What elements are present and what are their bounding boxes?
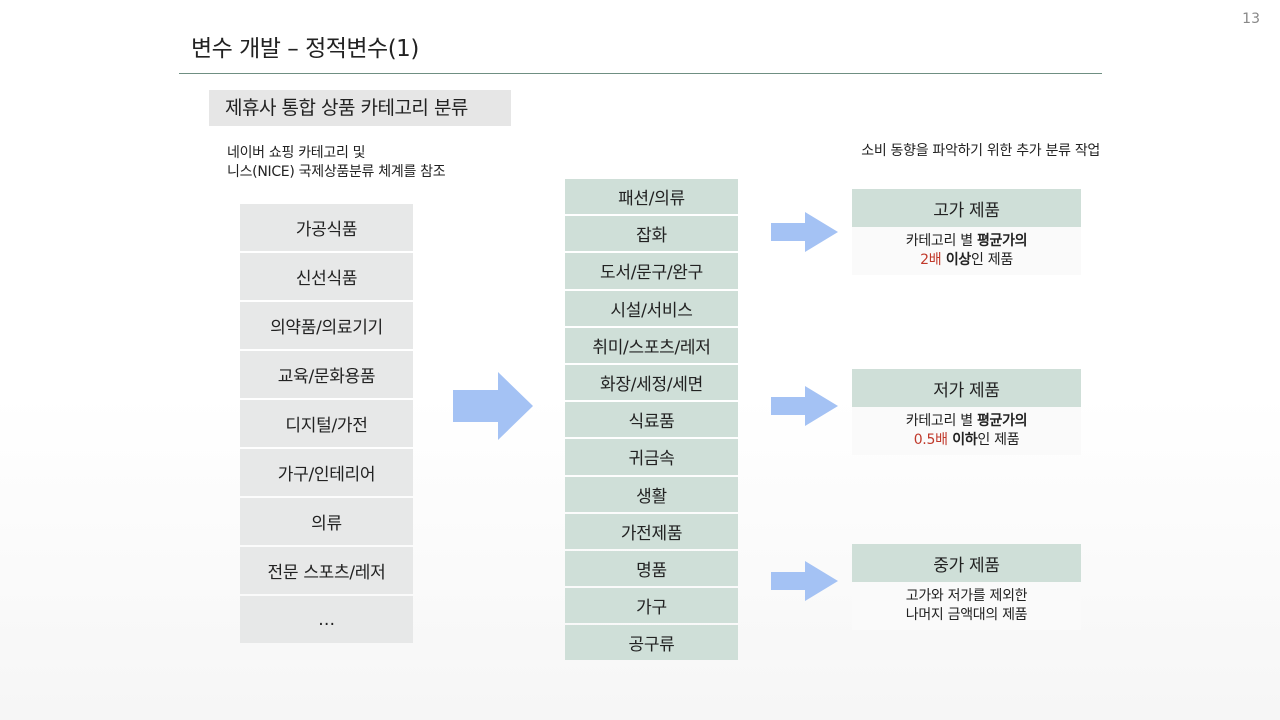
source-category: 가공식품: [240, 204, 413, 251]
low-price-card: 저가 제품 카테고리 별 평균가의 0.5배 이하인 제품: [852, 369, 1081, 455]
integrated-category-list: 패션/의류 잡화 도서/문구/완구 시설/서비스 취미/스포츠/레저 화장/세정…: [565, 179, 738, 662]
page-title: 변수 개발 – 정적변수(1): [191, 36, 419, 62]
low-price-description: 카테고리 별 평균가의 0.5배 이하인 제품: [852, 407, 1081, 455]
desc-emphasis: 이상: [941, 252, 972, 268]
integrated-category: 식료품: [565, 402, 738, 438]
title-divider: [179, 73, 1102, 74]
integrated-category: 명품: [565, 550, 738, 587]
source-category: 신선식품: [240, 253, 413, 300]
section-label: 제휴사 통합 상품 카테고리 분류: [209, 90, 511, 126]
high-price-description: 카테고리 별 평균가의 2배 이상인 제품: [852, 227, 1081, 275]
integrated-category: 취미/스포츠/레저: [565, 327, 738, 363]
right-arrow-icon: [771, 561, 838, 601]
mid-price-card: 중가 제품 고가와 저가를 제외한 나머지 금액대의 제품: [852, 544, 1081, 630]
source-category: 디지털/가전: [240, 400, 413, 447]
integrated-category: 패션/의류: [565, 179, 738, 215]
source-category: 가구/인테리어: [240, 449, 413, 496]
integrated-category: 가구: [565, 588, 738, 624]
integrated-category: 생활: [565, 476, 738, 512]
right-arrow-icon: [771, 386, 838, 426]
desc-text: 나머지 금액대의 제품: [905, 607, 1028, 623]
source-category-list: 가공식품 신선식품 의약품/의료기기 교육/문화용품 디지털/가전 가구/인테리…: [240, 204, 413, 645]
desc-text: 카테고리 별: [905, 233, 977, 249]
right-note: 소비 동향을 파악하기 위한 추가 분류 작업: [861, 143, 1100, 159]
source-category: 교육/문화용품: [240, 351, 413, 398]
integrated-category: 공구류: [565, 625, 738, 661]
high-price-card: 고가 제품 카테고리 별 평균가의 2배 이상인 제품: [852, 189, 1081, 275]
source-category: 의류: [240, 498, 413, 545]
desc-text: 카테고리 별: [905, 413, 977, 429]
integrated-category: 귀금속: [565, 439, 738, 475]
high-price-title: 고가 제품: [852, 189, 1081, 227]
ratio-highlight: 0.5배: [913, 432, 948, 448]
ratio-highlight: 2배: [920, 252, 942, 268]
desc-text: 고가와 저가를 제외한: [905, 588, 1028, 604]
low-price-title: 저가 제품: [852, 369, 1081, 407]
desc-text: 인 제품: [977, 432, 1020, 448]
source-category: 의약품/의료기기: [240, 302, 413, 349]
left-note-line-2: 니스(NICE) 국제상품분류 체계를 참조: [227, 164, 446, 180]
big-right-arrow-icon: [453, 372, 533, 440]
integrated-category: 시설/서비스: [565, 290, 738, 326]
integrated-category: 화장/세정/세면: [565, 364, 738, 401]
desc-text: 인 제품: [971, 252, 1013, 268]
source-category: 전문 스포츠/레저: [240, 547, 413, 594]
desc-emphasis: 평균가의: [976, 413, 1028, 429]
desc-emphasis: 이하: [947, 432, 978, 448]
desc-emphasis: 평균가의: [976, 233, 1028, 249]
right-arrow-icon: [771, 212, 838, 252]
left-note-line-1: 네이버 쇼핑 카테고리 및: [227, 145, 366, 161]
integrated-category: 도서/문구/완구: [565, 253, 738, 289]
integrated-category: 잡화: [565, 216, 738, 252]
integrated-category: 가전제품: [565, 513, 738, 549]
page-number: 13: [1242, 11, 1260, 27]
mid-price-description: 고가와 저가를 제외한 나머지 금액대의 제품: [852, 582, 1081, 630]
source-category: …: [240, 596, 413, 643]
left-note: 네이버 쇼핑 카테고리 및 니스(NICE) 국제상품분류 체계를 참조: [227, 144, 446, 182]
mid-price-title: 중가 제품: [852, 544, 1081, 582]
